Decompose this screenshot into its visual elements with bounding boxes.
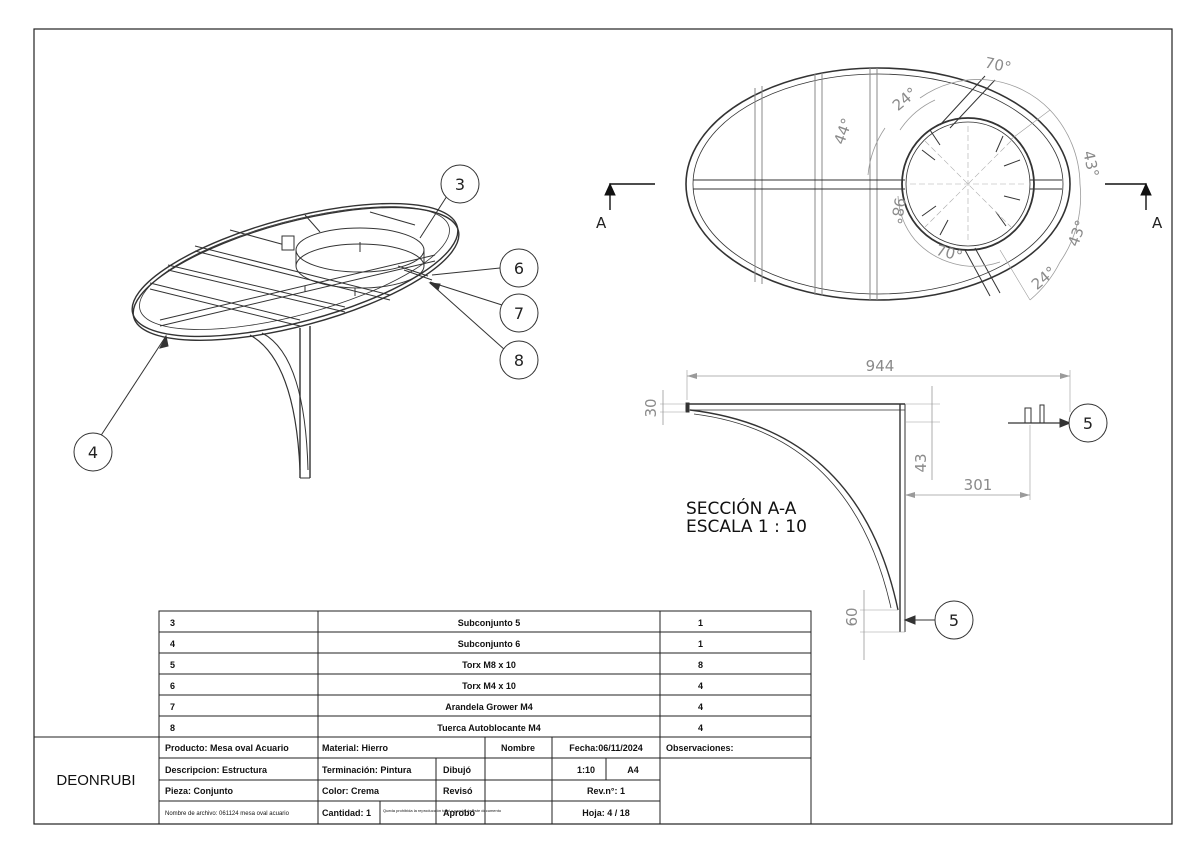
bom-description: Arandela Grower M4 [445,702,533,712]
field-observaciones: Observaciones: [666,743,734,753]
dimension-944: 944 [866,357,895,375]
balloon-4: 4 [73,432,113,472]
section-marker-left: A [596,182,655,232]
balloon-8-label: 8 [514,351,524,370]
angle-70-top: 70° [983,54,1013,77]
field-color: Color: Crema [322,786,380,796]
dimension-60: 60 [843,607,861,626]
balloon-6: 6 [499,248,539,288]
bom-qty: 4 [698,681,703,691]
company-name: DEONRUBI [56,772,135,789]
field-revision: Rev.n°: 1 [587,786,625,796]
copyright-note: Queda prohibida la reproducción total o … [383,808,502,813]
balloon-7-label: 7 [514,304,524,323]
bom-row: 3 Subconjunto 5 1 [170,618,703,628]
isometric-view [131,202,460,479]
angle-98: 98° [887,196,909,225]
angle-43-right: 43° [1079,149,1102,179]
field-pieza: Pieza: Conjunto [165,786,233,796]
bom-qty: 4 [698,702,703,712]
field-formato: A4 [627,765,639,775]
bom-item: 5 [170,660,175,670]
field-cantidad: Cantidad: 1 [322,808,371,818]
balloon-5-bottom: 5 [934,600,974,640]
bom-qty: 4 [698,723,703,733]
iso-leaders [99,195,506,438]
bom-qty: 8 [698,660,703,670]
field-terminacion: Terminación: Pintura [322,765,412,775]
bom-item: 8 [170,723,175,733]
balloon-4-label: 4 [88,443,98,462]
title-block [33,736,812,825]
balloon-5-top-label: 5 [1083,414,1093,433]
field-material: Material: Hierro [322,743,389,753]
bom-description: Torx M4 x 10 [462,681,516,691]
bom-rows: 3 Subconjunto 5 1 4 Subconjunto 6 1 5 To… [170,618,703,733]
top-view [685,67,1081,301]
section-scale: ESCALA 1 : 10 [686,517,807,537]
field-aprobo: Aprobó [443,808,475,818]
field-nombre: Nombre [501,743,535,753]
field-escala: 1:10 [577,765,595,775]
balloon-5-top: 5 [1068,403,1108,443]
angle-43-lower: 43° [1064,218,1090,249]
bom-row: 7 Arandela Grower M4 4 [170,702,703,712]
bom-row: 4 Subconjunto 6 1 [170,639,703,649]
angle-24-lower: 24° [1028,263,1060,294]
field-reviso: Revisó [443,786,473,796]
balloon-3-label: 3 [455,175,465,194]
field-descripcion: Descripcion: Estructura [165,765,268,775]
section-title: SECCIÓN A-A [686,497,797,519]
bom-item: 7 [170,702,175,712]
section-marker-left-label: A [596,214,607,232]
bom-row: 5 Torx M8 x 10 8 [170,660,703,670]
angle-44: 44° [830,116,856,147]
angle-24-top: 24° [889,84,921,115]
section-marker-right-label: A [1152,214,1163,232]
bom-item: 4 [170,639,175,649]
angle-70-bottom: 70° [934,241,964,265]
balloon-3: 3 [440,164,480,204]
bom-qty: 1 [698,618,703,628]
balloon-6-label: 6 [514,259,524,278]
bom-row: 6 Torx M4 x 10 4 [170,681,703,691]
bom-description: Subconjunto 6 [458,639,521,649]
field-archivo: Nombre de archivo: 061124 mesa oval acua… [165,811,290,817]
dimension-30: 30 [642,398,660,417]
field-producto: Producto: Mesa oval Acuario [165,743,289,753]
bom-description: Torx M8 x 10 [462,660,516,670]
bom-description: Tuerca Autoblocante M4 [437,723,541,733]
bom-item: 3 [170,618,175,628]
section-marker-right: A [1105,182,1163,232]
balloon-5-bottom-label: 5 [949,611,959,630]
bom-qty: 1 [698,639,703,649]
bom-description: Subconjunto 5 [458,618,521,628]
dimension-43: 43 [912,453,930,472]
section-view [660,370,1072,660]
sheet-border [33,28,1173,825]
bom-row: 8 Tuerca Autoblocante M4 4 [170,723,703,733]
field-dibujo: Dibujó [443,765,471,775]
bom-table [158,610,812,738]
balloon-8: 8 [499,340,539,380]
field-fecha: Fecha:06/11/2024 [569,743,643,753]
bom-item: 6 [170,681,175,691]
field-hoja: Hoja: 4 / 18 [582,808,630,818]
dimension-301: 301 [964,476,993,494]
balloon-7: 7 [499,293,539,333]
